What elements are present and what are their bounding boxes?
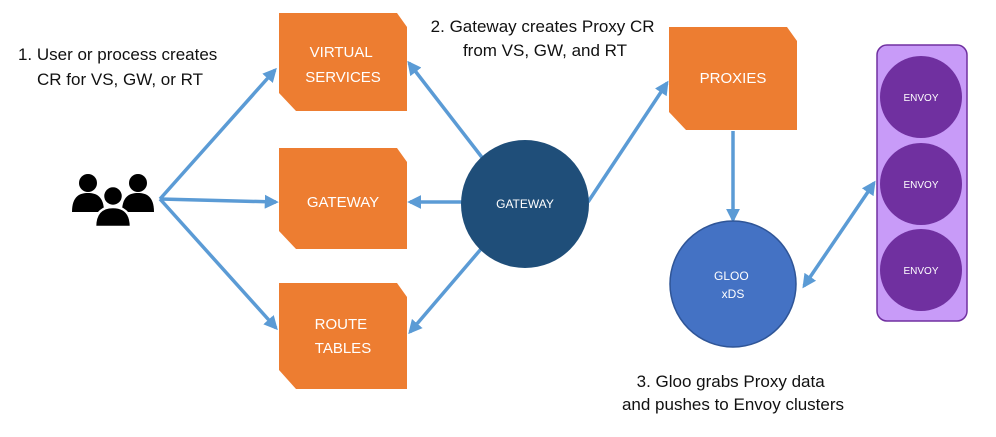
cr-virtual-services-line-2: SERVICES: [305, 69, 381, 86]
cr-route-tables-line-1: ROUTE: [315, 316, 368, 333]
step-2-line-2: from VS, GW, and RT: [463, 41, 627, 60]
arrow-gateway-to-virtual-services: [407, 60, 486, 162]
cr-gateway-label: GATEWAY: [307, 194, 379, 211]
arrow-gloo-envoy-sync: [802, 180, 876, 289]
step-2-caption: 2. Gateway creates Proxy CR from VS, GW,…: [431, 17, 660, 60]
cr-virtual-services-line-1: VIRTUAL: [310, 44, 373, 61]
svg-text:VIRTUAL SERVICES: VIRTUAL SERVICES: [305, 44, 381, 86]
envoy-cluster: ENVOY ENVOY ENVOY: [876, 44, 968, 322]
envoy-node-2: ENVOY: [880, 143, 962, 225]
envoy-3-label: ENVOY: [903, 266, 938, 277]
step-1-line-1: 1. User or process creates: [18, 45, 217, 64]
svg-text:ROUTE TABLES: ROUTE TABLES: [315, 316, 372, 357]
step-3-line-2: and pushes to Envoy clusters: [622, 395, 844, 414]
svg-text:GATEWAY: GATEWAY: [307, 194, 379, 211]
svg-text:GLOO xDS: GLOO xDS: [714, 269, 752, 301]
gloo-label: GLOO: [714, 269, 749, 283]
gateway-controller-node: GATEWAY: [461, 140, 589, 268]
arrow-users-to-virtual-services: [158, 67, 277, 201]
svg-text:PROXIES: PROXIES: [700, 70, 767, 87]
step-3-line-1: 3. Gloo grabs Proxy data: [637, 372, 826, 391]
envoy-2-label: ENVOY: [903, 180, 938, 191]
cr-proxies-label: PROXIES: [700, 70, 767, 87]
xds-label: xDS: [722, 287, 745, 301]
gloo-xds-node: GLOO xDS: [669, 220, 797, 348]
cr-virtual-services: VIRTUAL SERVICES: [279, 13, 407, 111]
step-2-line-1: 2. Gateway creates Proxy CR: [431, 17, 655, 36]
arrows: [158, 60, 876, 335]
arrow-users-to-route-tables: [158, 197, 278, 331]
cr-route-tables-line-2: TABLES: [315, 340, 371, 357]
cr-route-tables: ROUTE TABLES: [279, 283, 407, 389]
envoy-node-1: ENVOY: [880, 56, 962, 138]
arrow-gateway-to-proxies: [586, 80, 669, 203]
step-1-line-2: CR for VS, GW, or RT: [37, 70, 203, 89]
gateway-controller-label: GATEWAY: [496, 197, 554, 211]
cr-proxies: PROXIES: [669, 27, 797, 130]
envoy-1-label: ENVOY: [903, 93, 938, 104]
step-1-caption: 1. User or process creates CR for VS, GW…: [18, 45, 222, 89]
arrow-users-to-gateway-cr: [159, 194, 279, 209]
step-3-caption: 3. Gloo grabs Proxy data and pushes to E…: [622, 372, 844, 414]
users-icon: [72, 174, 154, 229]
envoy-node-3: ENVOY: [880, 229, 962, 311]
arrow-gateway-to-route-tables: [408, 247, 483, 335]
cr-gateway: GATEWAY: [279, 148, 407, 249]
